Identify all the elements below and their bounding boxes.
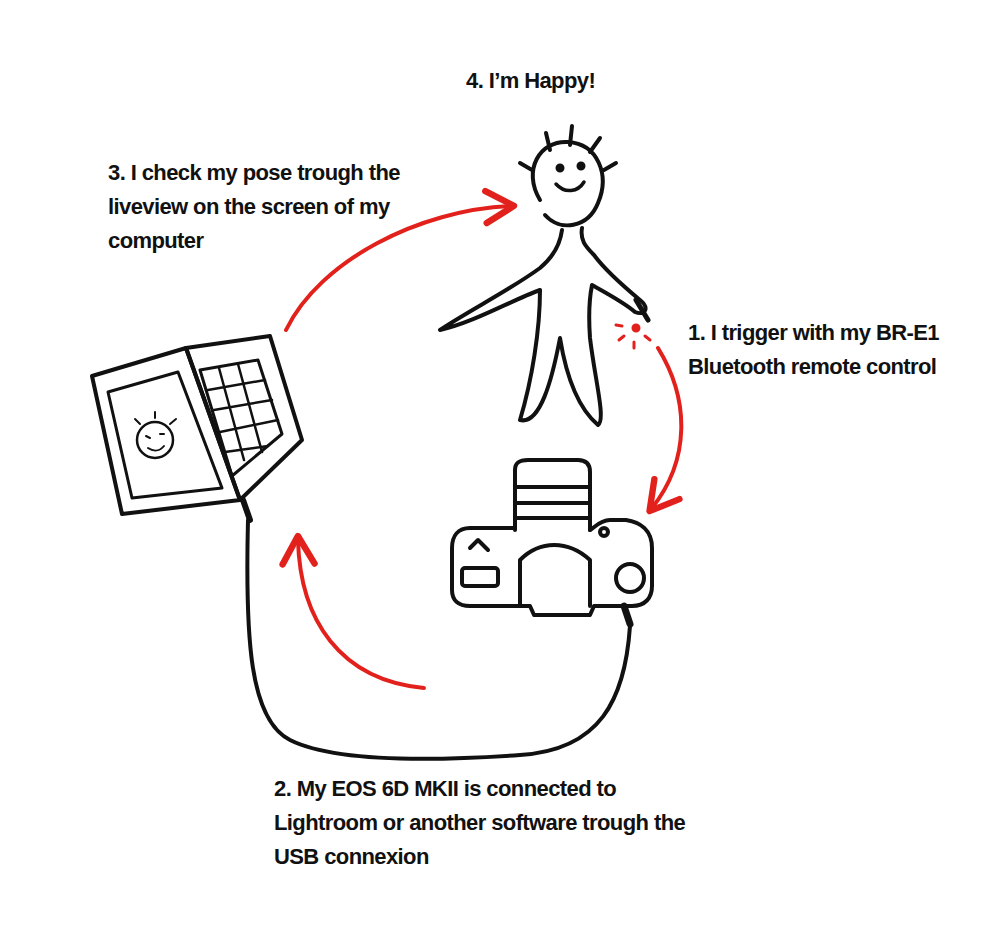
laptop-drawing bbox=[92, 336, 302, 520]
usb-plug bbox=[624, 606, 630, 624]
eye bbox=[579, 164, 584, 169]
camera-mount bbox=[520, 545, 590, 606]
head bbox=[533, 142, 603, 225]
smile bbox=[556, 182, 584, 191]
step-label: 4. I’m Happy! bbox=[466, 64, 726, 98]
eye bbox=[558, 166, 563, 171]
step-label: 1. I trigger with my BR-E1 Bluetooth rem… bbox=[688, 316, 988, 384]
camera-dial bbox=[470, 540, 488, 550]
camera-prism-lines bbox=[515, 487, 590, 518]
remote-signal bbox=[616, 325, 650, 348]
hair bbox=[520, 126, 616, 170]
flow-arrow bbox=[652, 348, 681, 508]
camera-lcd bbox=[462, 568, 498, 586]
screen-face-details bbox=[135, 412, 176, 450]
camera-button bbox=[600, 528, 608, 536]
usb-plug bbox=[243, 500, 250, 520]
camera-button bbox=[616, 564, 644, 592]
camera-drawing bbox=[452, 460, 652, 615]
laptop-keyboard-panel bbox=[186, 336, 302, 500]
remote-control bbox=[636, 300, 648, 320]
step-label: 2. My EOS 6D MKII is connected to Lightr… bbox=[274, 772, 694, 874]
screen-face bbox=[137, 422, 173, 458]
usb-cable bbox=[247, 520, 630, 759]
flow-arrow bbox=[286, 206, 510, 330]
laptop-keys bbox=[200, 360, 282, 476]
camera-body bbox=[452, 520, 652, 615]
camera-prism bbox=[515, 460, 590, 530]
person-figure bbox=[440, 126, 648, 425]
flow-arrow bbox=[298, 540, 424, 688]
step-label: 3. I check my pose trough the liveview o… bbox=[108, 156, 408, 258]
body bbox=[440, 228, 645, 425]
laptop-key-grid bbox=[208, 364, 278, 460]
